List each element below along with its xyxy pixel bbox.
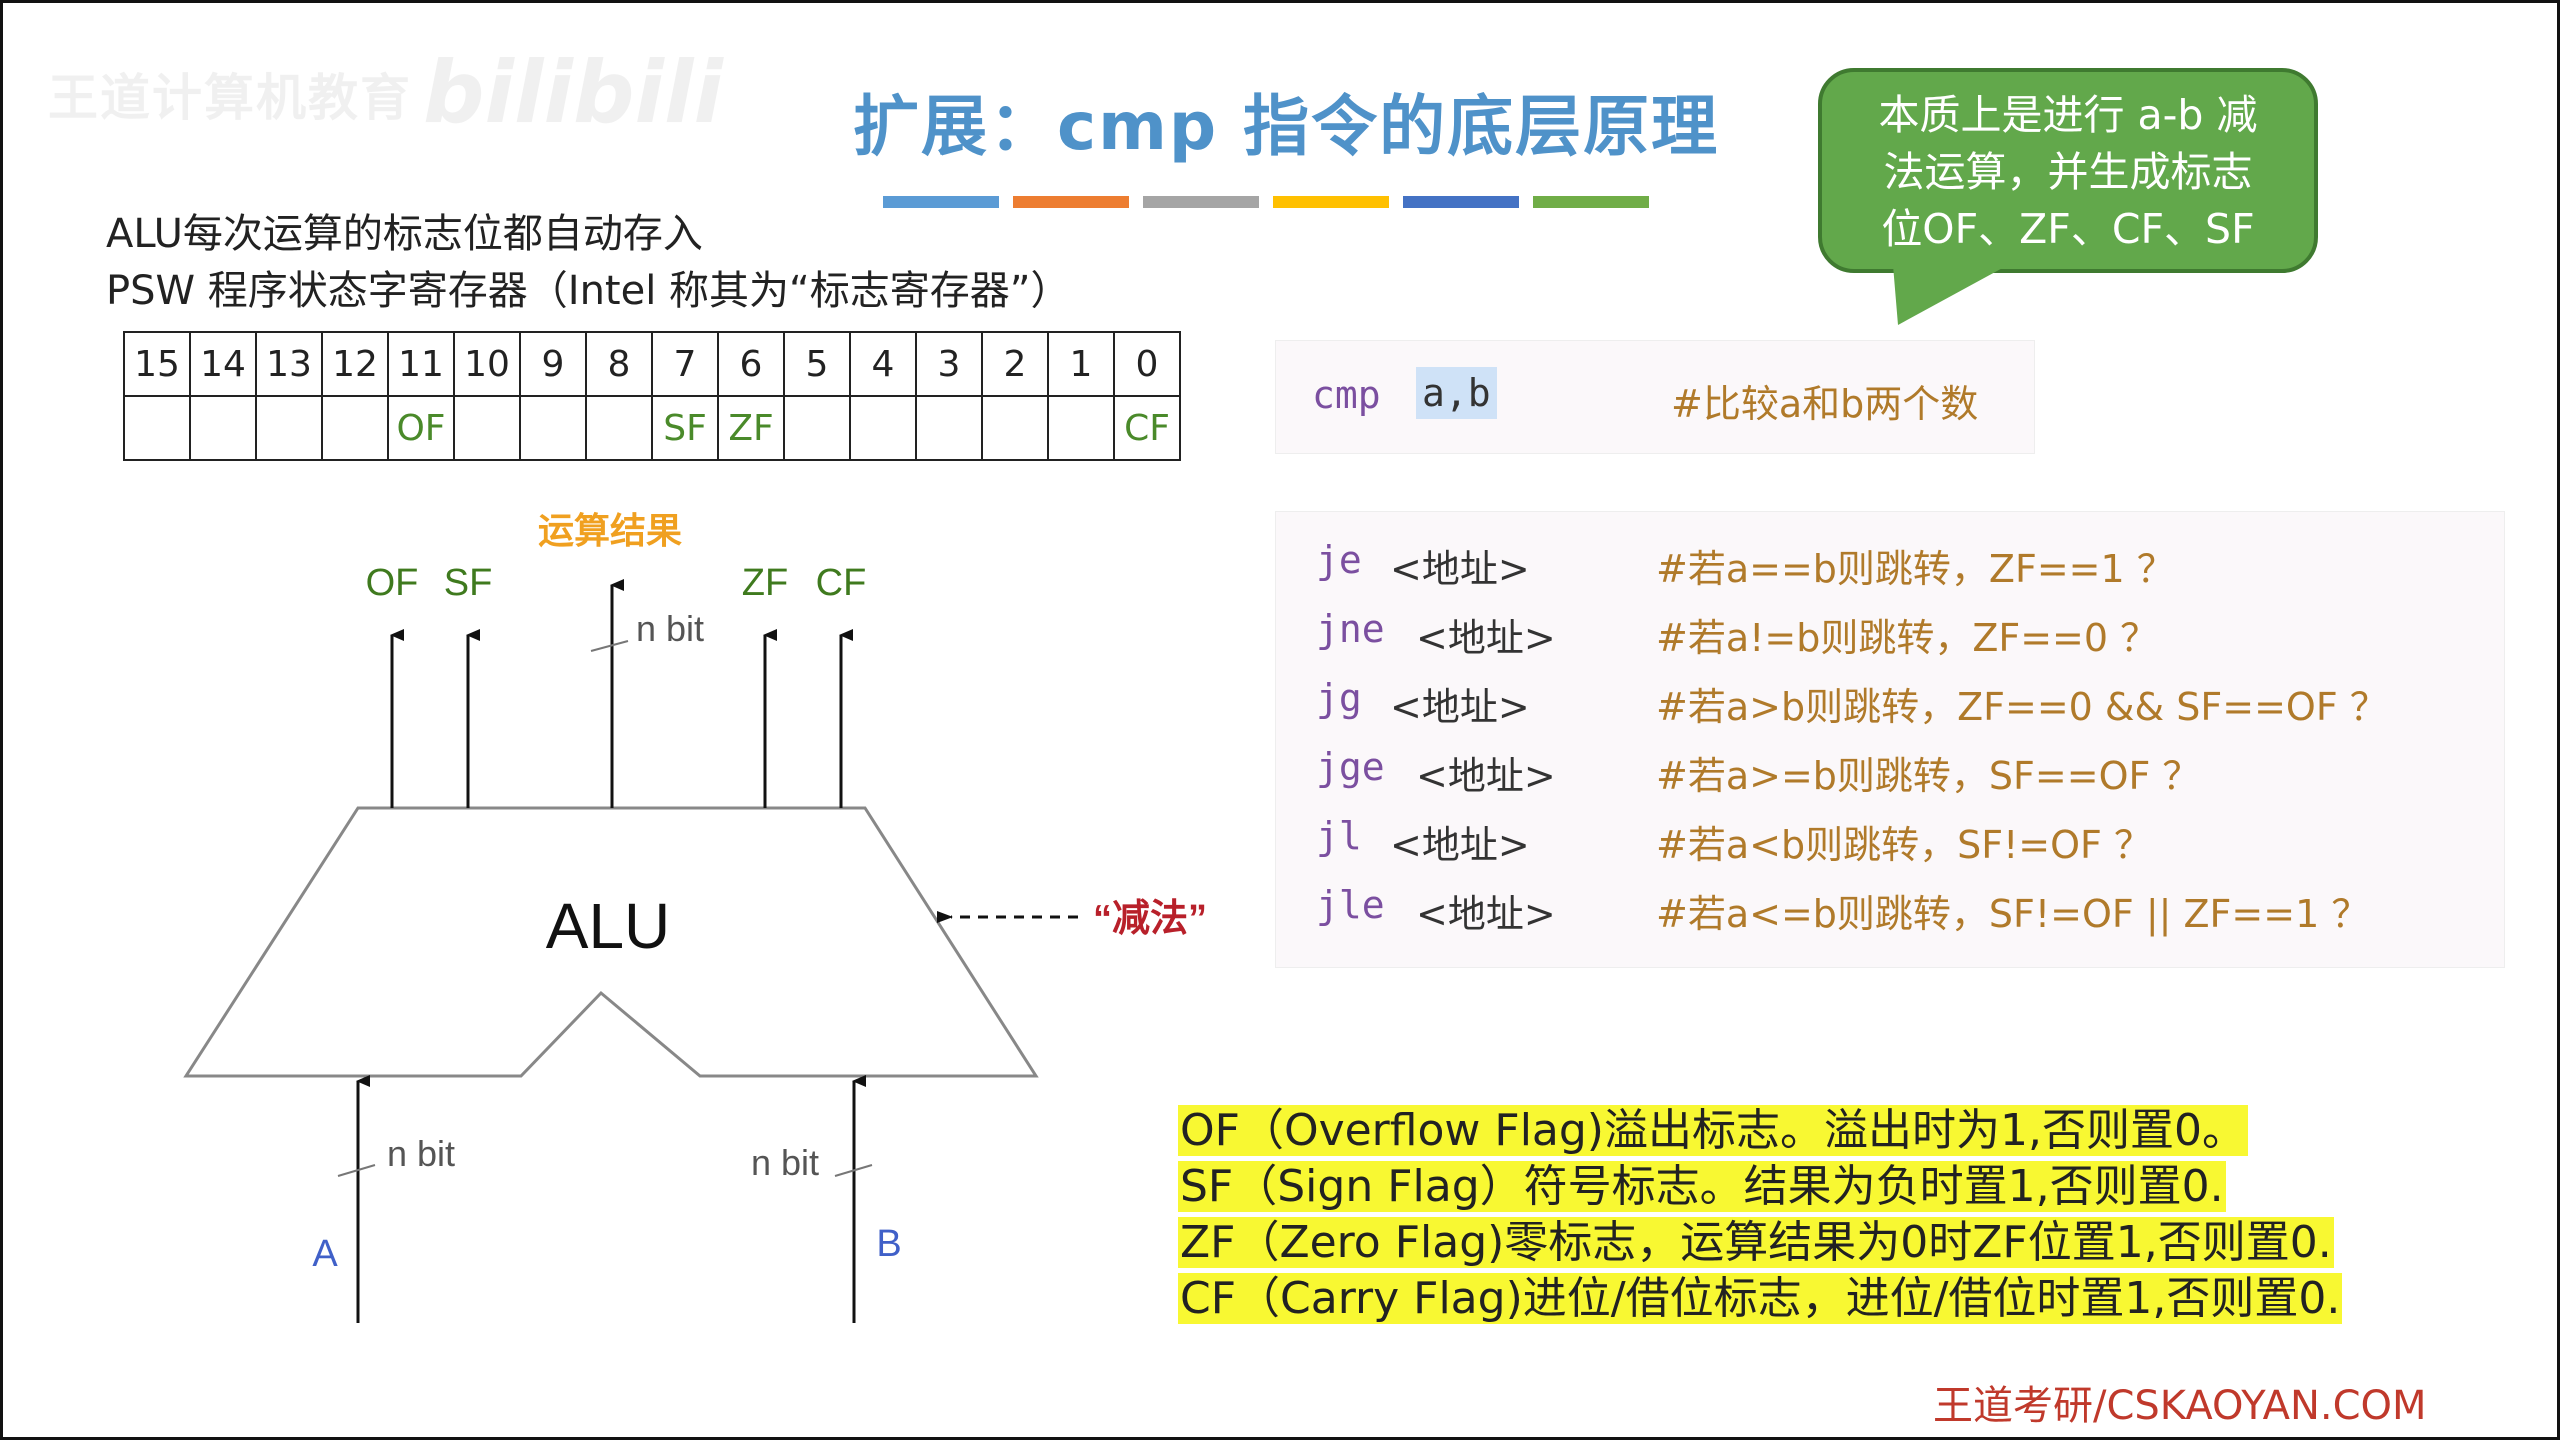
- input-a-tick: [337, 1164, 376, 1177]
- cmp-args: a,b: [1416, 367, 1497, 419]
- input-b-tick: [834, 1164, 873, 1177]
- input-a-label: A: [312, 1233, 338, 1275]
- jump-instr: jge: [1316, 745, 1385, 789]
- bit-number-cell: 5: [783, 331, 851, 397]
- intro-line-2: PSW 程序状态字寄存器（Intel 称其为“标志寄存器”）: [106, 268, 1071, 314]
- result-label: 运算结果: [538, 510, 682, 551]
- cmp-instr: cmp: [1312, 373, 1381, 417]
- jump-comment: #若a>b则跳转，ZF==0 && SF==OF ？: [1656, 685, 2388, 729]
- flag-cell: [849, 395, 917, 461]
- bit-number-cell: 13: [255, 331, 323, 397]
- jump-arg: <地址>: [1390, 823, 1530, 867]
- jump-instr: jl: [1316, 814, 1362, 858]
- flag-cell: [123, 395, 191, 461]
- zf-label: ZF: [742, 562, 788, 604]
- flag-cell: [783, 395, 851, 461]
- flag-cell: ZF: [717, 395, 785, 461]
- title-color-bar: [1533, 196, 1649, 208]
- jump-comment: #若a>=b则跳转，SF==OF ？: [1656, 754, 2201, 798]
- cf-label: CF: [816, 562, 867, 604]
- callout-bubble: 本质上是进行 a-b 减 法运算，并生成标志 位OF、ZF、CF、SF: [1818, 68, 2318, 273]
- flag-cell: CF: [1113, 395, 1181, 461]
- flag-cell: [255, 395, 323, 461]
- input-b-label: B: [876, 1223, 901, 1265]
- bit-number-cell: 8: [585, 331, 653, 397]
- flag-cell: SF: [651, 395, 719, 461]
- flag-cell: OF: [387, 395, 455, 461]
- bit-number-cell: 11: [387, 331, 455, 397]
- callout-line: 位OF、ZF、CF、SF: [1881, 205, 2255, 253]
- jump-arg: <地址>: [1416, 892, 1556, 936]
- flag-cell: [321, 395, 389, 461]
- sf-label: SF: [444, 562, 493, 604]
- flag-cell: [453, 395, 521, 461]
- flag-cell: [189, 395, 257, 461]
- cmp-code-panel: cmp a,b #比较a和b两个数: [1275, 340, 2035, 454]
- title-color-bar: [883, 196, 999, 208]
- flag-cell: [1047, 395, 1115, 461]
- callout-tail: [1893, 265, 2008, 325]
- bit-number-cell: 3: [915, 331, 983, 397]
- flag-cell: [981, 395, 1049, 461]
- jump-arg: <地址>: [1390, 547, 1530, 591]
- flag-cell: [519, 395, 587, 461]
- jump-comment: #若a==b则跳转，ZF==1 ？: [1656, 547, 2175, 591]
- flag-desc-of: OF（Overflow Flag)溢出标志。溢出时为1,否则置0。: [1178, 1105, 2248, 1156]
- alu-diagram: ALU OF SF ZF CF 运算结果 n bit n bit n bit A…: [183, 510, 1207, 1323]
- title-color-bar: [1273, 196, 1389, 208]
- bit-number-cell: 1: [1047, 331, 1115, 397]
- footer-brand: 王道考研/CSKAOYAN.COM: [1933, 1383, 2427, 1429]
- jump-code-panel: je<地址>#若a==b则跳转，ZF==1 ？jne<地址>#若a!=b则跳转，…: [1275, 511, 2505, 968]
- callout-line: 法运算，并生成标志: [1883, 148, 2253, 196]
- bit-number-cell: 12: [321, 331, 389, 397]
- callout-line: 本质上是进行 a-b 减: [1878, 91, 2258, 139]
- flag-desc-cf: CF（Carry Flag)进位/借位标志，进位/借位时置1,否则置0.: [1178, 1273, 2343, 1324]
- flag-desc-zf: ZF（Zero Flag)零标志，运算结果为0时ZF位置1,否则置0.: [1178, 1217, 2334, 1268]
- jump-arg: <地址>: [1416, 616, 1556, 660]
- flag-cell: [915, 395, 983, 461]
- watermark-text: 王道计算机教育: [48, 69, 412, 127]
- flag-cell: [585, 395, 653, 461]
- of-label: OF: [366, 562, 419, 604]
- page-title: 扩展：cmp 指令的底层原理: [853, 88, 1720, 165]
- jump-instr: jle: [1316, 883, 1385, 927]
- operation-label: “减法”: [1093, 898, 1207, 940]
- result-nbit-label: n bit: [636, 608, 704, 649]
- bus-tick: [590, 640, 629, 652]
- title-color-bar: [1013, 196, 1129, 208]
- title-color-bar: [1143, 196, 1259, 208]
- cmp-comment: #比较a和b两个数: [1671, 382, 1979, 426]
- bit-number-cell: 9: [519, 331, 587, 397]
- jump-comment: #若a!=b则跳转，ZF==0 ？: [1656, 616, 2159, 660]
- jump-comment: #若a<=b则跳转，SF!=OF || ZF==1 ？: [1656, 892, 2370, 936]
- alu-label: ALU: [546, 890, 671, 962]
- bit-number-cell: 7: [651, 331, 719, 397]
- flag-descriptions: OF（Overflow Flag)溢出标志。溢出时为1,否则置0。 SF（Sig…: [1178, 1103, 2343, 1327]
- jump-comment: #若a<b则跳转，SF!=OF ？: [1656, 823, 2152, 867]
- intro-line-1: ALU每次运算的标志位都自动存入: [106, 211, 703, 257]
- bit-number-cell: 6: [717, 331, 785, 397]
- input-a-nbit-label: n bit: [387, 1133, 455, 1174]
- bit-number-cell: 10: [453, 331, 521, 397]
- jump-instr: jne: [1316, 607, 1385, 651]
- alu-shape: [183, 806, 1039, 1078]
- jump-arg: <地址>: [1390, 685, 1530, 729]
- input-b-nbit-label: n bit: [751, 1142, 819, 1183]
- jump-instr: jg: [1316, 676, 1362, 720]
- bit-number-cell: 15: [123, 331, 191, 397]
- bit-number-cell: 4: [849, 331, 917, 397]
- jump-arg: <地址>: [1416, 754, 1556, 798]
- bilibili-logo: bilibili: [423, 43, 723, 143]
- bit-number-cell: 2: [981, 331, 1049, 397]
- title-color-bar: [1403, 196, 1519, 208]
- bit-number-cell: 14: [189, 331, 257, 397]
- bit-number-cell: 0: [1113, 331, 1181, 397]
- jump-instr: je: [1316, 538, 1362, 582]
- flag-desc-sf: SF（Sign Flag）符号标志。结果为负时置1,否则置0.: [1178, 1161, 2226, 1212]
